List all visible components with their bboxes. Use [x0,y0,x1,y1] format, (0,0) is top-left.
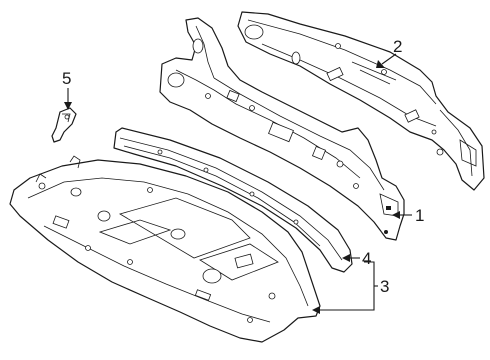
part-3-package-tray [9,155,321,343]
callout-2: 2 [393,37,402,56]
part-2-upper-rear-panel [237,11,485,191]
part-5-bracket [51,107,77,143]
leader-lines [64,53,412,314]
part-1-rear-panel-inner [159,17,405,241]
callout-1: 1 [415,206,424,225]
callout-4: 4 [362,249,371,268]
callout-3: 3 [380,277,389,296]
callout-5: 5 [62,69,71,88]
part-4-crossmember [113,127,353,273]
